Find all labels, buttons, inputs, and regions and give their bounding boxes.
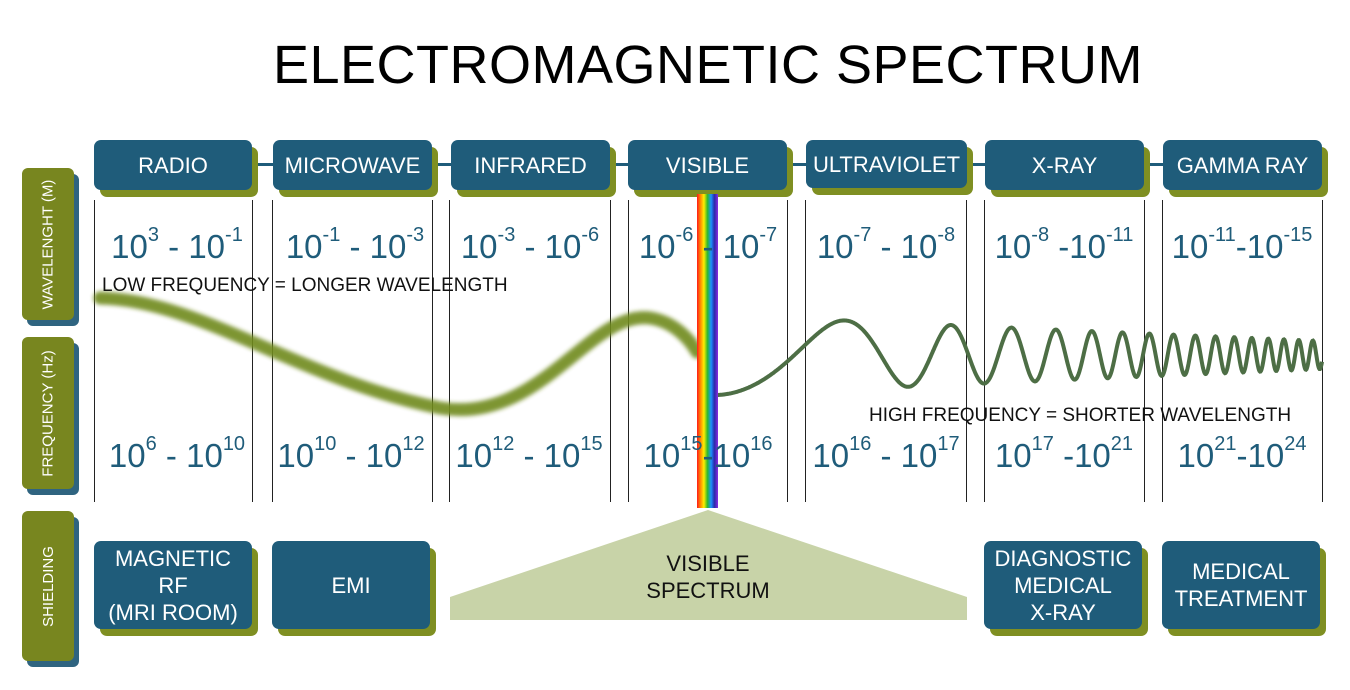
- band-label: VISIBLE: [665, 152, 750, 178]
- wavelength-range-infrared: 10-3 - 10-6: [460, 224, 600, 265]
- divider-line: [252, 200, 253, 502]
- wave-high-frequency: [718, 318, 1324, 397]
- wavelength-range-gamma: 10-11-10-15: [1171, 224, 1313, 265]
- band-radio: RADIO: [94, 140, 252, 190]
- shielding-line: VISIBLE: [666, 551, 750, 576]
- shielding-line: RF: [158, 572, 188, 598]
- band-connector: [1143, 163, 1166, 166]
- shielding-line: MEDICAL: [1192, 559, 1290, 584]
- band-label: MICROWAVE: [284, 152, 421, 178]
- wavelength-range-visible: 10-6 - 10-7: [638, 224, 778, 265]
- frequency-range-ultraviolet: 1016 - 1017: [812, 433, 960, 474]
- divider-line: [805, 200, 806, 502]
- wavelength-tab: WAVELENGHT (M): [22, 168, 74, 320]
- band-connector: [250, 163, 275, 166]
- frequency-range-radio: 106 - 1010: [108, 433, 246, 474]
- shielding-line: MAGNETIC: [114, 545, 232, 571]
- frequency-range-gamma: 1021-1024: [1177, 433, 1307, 474]
- band-label: GAMMA RAY: [1176, 152, 1309, 178]
- band-label: X-RAY: [1031, 152, 1098, 178]
- band-label: RADIO: [138, 152, 208, 178]
- band-label: INFRARED: [474, 152, 587, 178]
- band-microwave: MICROWAVE: [273, 140, 432, 190]
- band-infrared: INFRARED: [451, 140, 610, 190]
- band-xray: X-RAY: [985, 140, 1144, 190]
- divider-line: [628, 200, 629, 502]
- frequency-range-xray: 1017 -1021: [994, 433, 1134, 474]
- divider-line: [432, 200, 433, 502]
- band-gamma-ray: GAMMA RAY: [1163, 140, 1322, 190]
- shielding-line: MEDICAL: [1014, 572, 1112, 598]
- frequency-tab: FREQUENCY (Hz): [22, 337, 74, 489]
- wavelength-range-radio: 103 - 10-1: [111, 224, 243, 265]
- wavelength-range-xray: 10-8 -10-11: [994, 224, 1134, 265]
- shielding-line: X-RAY: [1030, 599, 1096, 625]
- shielding-diagnostic-xray: DIAGNOSTIC MEDICAL X-RAY: [984, 541, 1142, 629]
- divider-line: [1162, 200, 1163, 502]
- page-title: ELECTROMAGNETIC SPECTRUM: [272, 35, 1144, 95]
- shielding-mri-room: MAGNETIC RF (MRI ROOM): [94, 541, 252, 629]
- wavelength-range-ultraviolet: 10-7 - 10-8: [816, 224, 956, 265]
- wavelength-range-microwave: 10-1 - 10-3: [285, 224, 425, 265]
- low-frequency-note: LOW FREQUENCY = LONGER WAVELENGTH: [102, 275, 508, 296]
- shielding-visible-spectrum: VISIBLE SPECTRUM: [600, 550, 816, 604]
- shielding-line: SPECTRUM: [646, 578, 770, 603]
- band-connector: [786, 163, 810, 166]
- shielding-tab: SHIELDING: [22, 511, 74, 661]
- divider-line: [449, 200, 450, 502]
- band-connector: [966, 163, 988, 166]
- band-connector: [608, 163, 632, 166]
- band-ultraviolet: ULTRAVIOLET: [806, 140, 967, 188]
- divider-line: [610, 200, 611, 502]
- visible-rainbow-bar: [697, 194, 718, 508]
- wave-low-frequency: [93, 291, 704, 417]
- band-visible: VISIBLE: [628, 140, 787, 190]
- divider-line: [1322, 200, 1323, 502]
- high-frequency-note: HIGH FREQUENCY = SHORTER WAVELENGTH: [869, 405, 1292, 426]
- divider-line: [94, 200, 95, 502]
- frequency-range-visible: 1015-1016: [643, 433, 773, 474]
- shielding-line: (MRI ROOM): [108, 599, 238, 625]
- frequency-range-microwave: 1010 - 1012: [277, 433, 425, 474]
- visible-spectrum-triangle: [450, 510, 967, 620]
- shielding-line: EMI: [331, 572, 371, 598]
- shielding-line: DIAGNOSTIC: [994, 545, 1132, 571]
- frequency-range-infrared: 1012 - 1015: [455, 433, 603, 474]
- band-label: ULTRAVIOLET: [812, 151, 961, 177]
- divider-line: [787, 200, 788, 502]
- shielding-medical-treatment: MEDICAL TREATMENT: [1162, 541, 1320, 629]
- shielding-emi: EMI: [272, 541, 430, 629]
- band-connector: [430, 163, 454, 166]
- shielding-line: TREATMENT: [1174, 586, 1308, 611]
- divider-line: [984, 200, 985, 502]
